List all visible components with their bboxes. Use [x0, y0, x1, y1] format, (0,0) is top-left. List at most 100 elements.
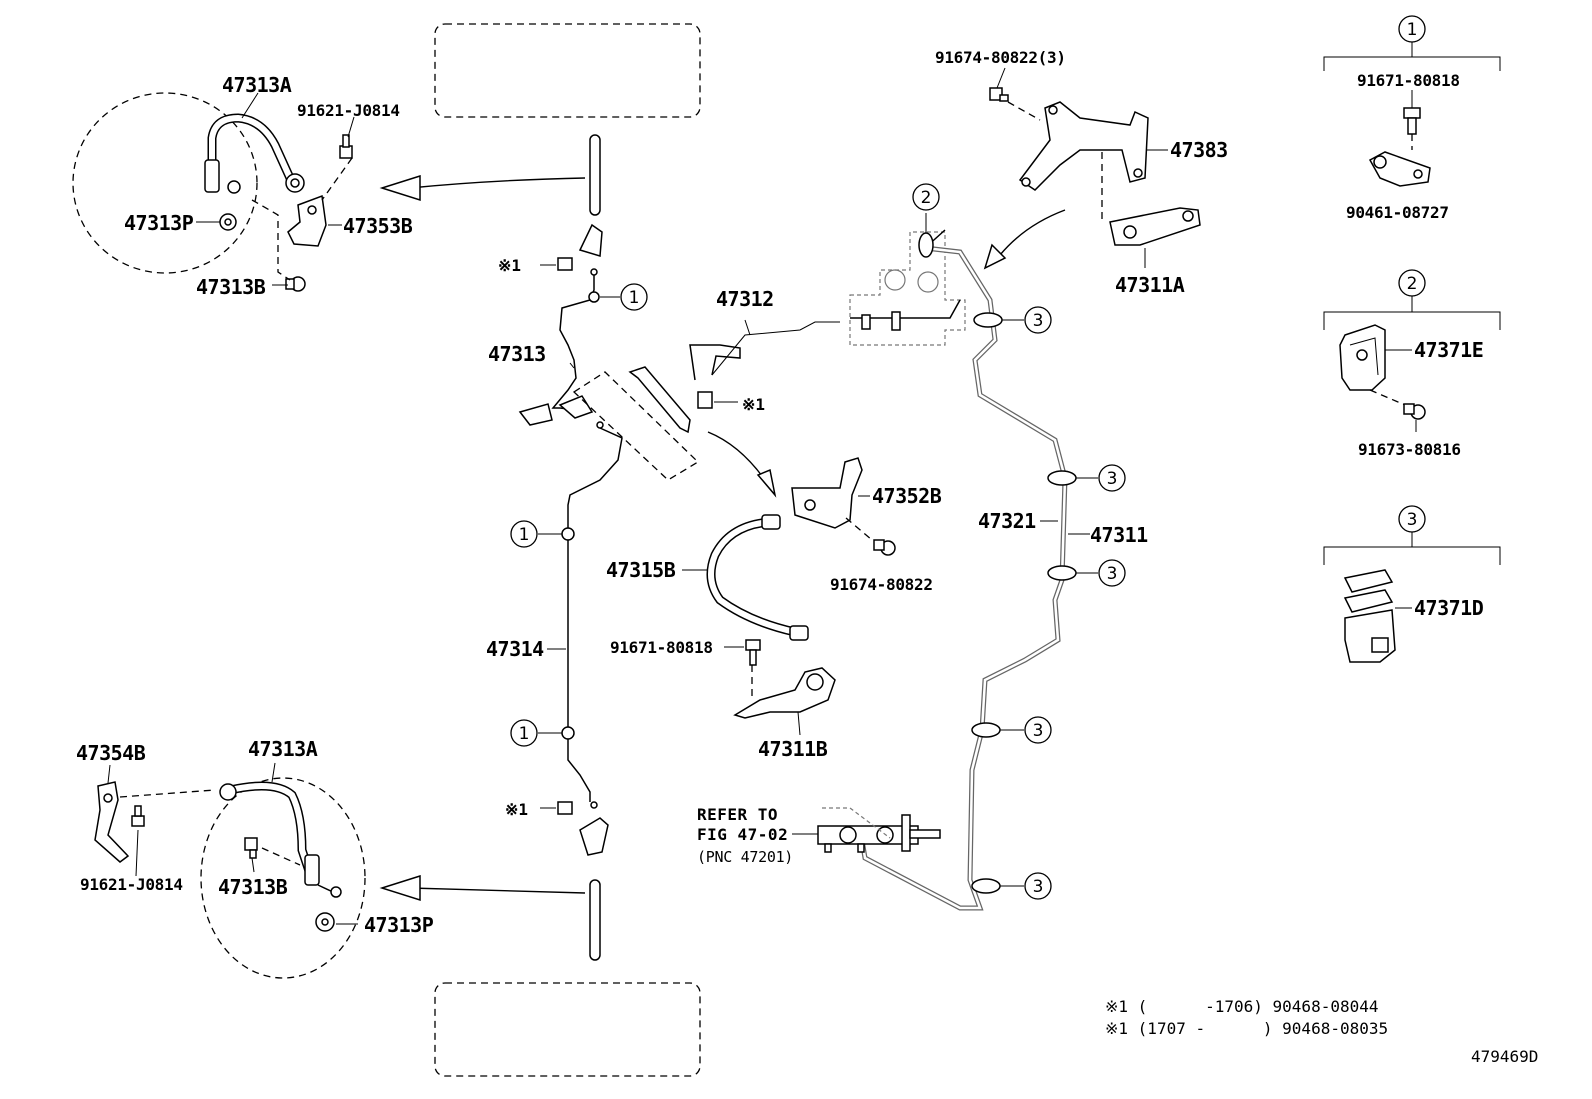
brake-line-47313: [551, 268, 600, 411]
legend-2-bottom-label: 91673-80816: [1358, 440, 1461, 459]
clamp-callout-3-a: 3: [973, 306, 1052, 334]
refer-line3: (PNC 47201): [697, 848, 793, 866]
legend-group-1: 1: [1323, 15, 1501, 187]
arrow-to-master-area: [983, 209, 1066, 270]
svg-text:2: 2: [921, 188, 932, 208]
front-clip-47313p: [219, 213, 237, 231]
label-47313a-bot: 47313A: [248, 737, 318, 761]
svg-text:1: 1: [519, 724, 530, 744]
flexible-hose-47315b: [706, 514, 809, 641]
callout-1-low: 1: [510, 719, 562, 747]
master-cylinder: [817, 807, 941, 853]
label-47311b: 47311B: [758, 737, 828, 761]
label-47353b: 47353B: [343, 214, 413, 238]
front-bolt-91621: [339, 134, 353, 159]
label-47313a-top: 47313A: [222, 73, 292, 97]
rear-hose-detail-outline: [200, 777, 366, 979]
proportioning-valve-47311a: [1109, 207, 1201, 246]
label-47314: 47314: [486, 637, 544, 661]
lower-brake-bracket: [579, 817, 609, 856]
front-hose-detail-outline: [72, 92, 258, 274]
caliper-bracket-47311b: [733, 667, 836, 719]
rear-bolt-91621: [131, 805, 145, 827]
label-47315b: 47315B: [606, 558, 676, 582]
svg-text:3: 3: [1107, 469, 1118, 489]
label-47354b: 47354B: [76, 741, 146, 765]
svg-text:1: 1: [1407, 20, 1418, 40]
brake-line-47314: [561, 421, 623, 809]
legend-1-bottom-label: 90461-08727: [1346, 203, 1449, 222]
rear-wheel-outline: [434, 982, 701, 1077]
callout-1-top: 1: [600, 283, 648, 311]
lower-clip-marker: [540, 801, 573, 815]
rear-bracket-47354b: [94, 781, 130, 863]
clamp-callout-3-c: 3: [1047, 559, 1126, 587]
label-47311: 47311: [1090, 523, 1148, 547]
bolt-91671-center: [745, 639, 761, 666]
svg-text:1: 1: [629, 288, 640, 308]
brake-line-47312: [628, 321, 840, 434]
front-flexible-hose: [204, 113, 305, 194]
label-91671: 91671-80818: [610, 638, 713, 657]
svg-text:2: 2: [1407, 274, 1418, 294]
label-47313b-top: 47313B: [196, 275, 266, 299]
rear-bolt-47313b: [244, 837, 258, 859]
refer-line2: FIG 47-02: [697, 825, 788, 844]
footnote-1: ※1 ( -1706) 90468-08044: [1105, 997, 1379, 1016]
line-bracket-mid: [518, 395, 594, 426]
svg-text:3: 3: [1407, 510, 1418, 530]
bolt-91674-top: [989, 87, 1009, 102]
arrow-to-rear-detail: [379, 874, 586, 902]
bracket-47352b: [791, 457, 863, 529]
label-91621-top: 91621-J0814: [297, 101, 400, 120]
diagram-code: 479469D: [1471, 1047, 1538, 1066]
rear-clip-47313p: [315, 912, 335, 932]
label-47383: 47383: [1170, 138, 1228, 162]
legend-group-2: 2: [1323, 269, 1501, 432]
arrow-to-bracket-47352b: [707, 431, 777, 498]
footnote-2: ※1 (1707 - ) 90468-08035: [1105, 1019, 1388, 1038]
label-91674: 91674-80822: [830, 575, 933, 594]
legend-group-3: 3: [1323, 505, 1501, 663]
front-axle: [589, 134, 601, 216]
marker-note-47312: ※1: [742, 395, 765, 414]
upper-brake-bracket: [578, 223, 603, 257]
label-47313p-bot: 47313P: [364, 913, 434, 937]
svg-text:3: 3: [1107, 564, 1118, 584]
legend-1-top-label: 91671-80818: [1357, 71, 1460, 90]
label-47313: 47313: [488, 342, 546, 366]
label-47352b: 47352B: [872, 484, 942, 508]
label-91674-3: 91674-80822(3): [935, 48, 1066, 67]
callout-1-mid: 1: [510, 520, 562, 548]
marker-note-top: ※1: [498, 256, 521, 275]
label-47321: 47321: [978, 509, 1036, 533]
upper-clip-marker: [540, 257, 573, 271]
legend-3-right-label: 47371D: [1414, 596, 1484, 620]
svg-text:3: 3: [1033, 721, 1044, 741]
svg-text:1: 1: [519, 525, 530, 545]
bolt-91674-center: [873, 539, 896, 556]
label-47311a: 47311A: [1115, 273, 1185, 297]
bracket-47383: [1018, 101, 1149, 191]
front-bolt-47313b: [285, 276, 306, 292]
clamp-callout-2: 2: [912, 183, 940, 258]
marker-note-bottom: ※1: [505, 800, 528, 819]
front-bracket-47353b: [287, 194, 327, 247]
label-47313p-top: 47313P: [124, 211, 194, 235]
rear-flexible-hose: [219, 781, 342, 898]
rear-axle: [589, 879, 601, 961]
front-wheel-outline: [434, 23, 701, 118]
label-47312: 47312: [716, 287, 774, 311]
legend-2-right-label: 47371E: [1414, 338, 1483, 362]
clip-marker-47312: [697, 391, 738, 409]
label-91621-bot: 91621-J0814: [80, 875, 183, 894]
master-valve-assembly: [849, 231, 966, 346]
label-47313b-bot: 47313B: [218, 875, 288, 899]
svg-text:3: 3: [1033, 311, 1044, 331]
clamp-callout-3-b: 3: [1047, 464, 1126, 492]
refer-line1: REFER TO: [697, 805, 778, 824]
arrow-to-front-detail: [379, 174, 586, 202]
clamp-callout-3-d: 3: [971, 716, 1052, 744]
svg-text:3: 3: [1033, 877, 1044, 897]
